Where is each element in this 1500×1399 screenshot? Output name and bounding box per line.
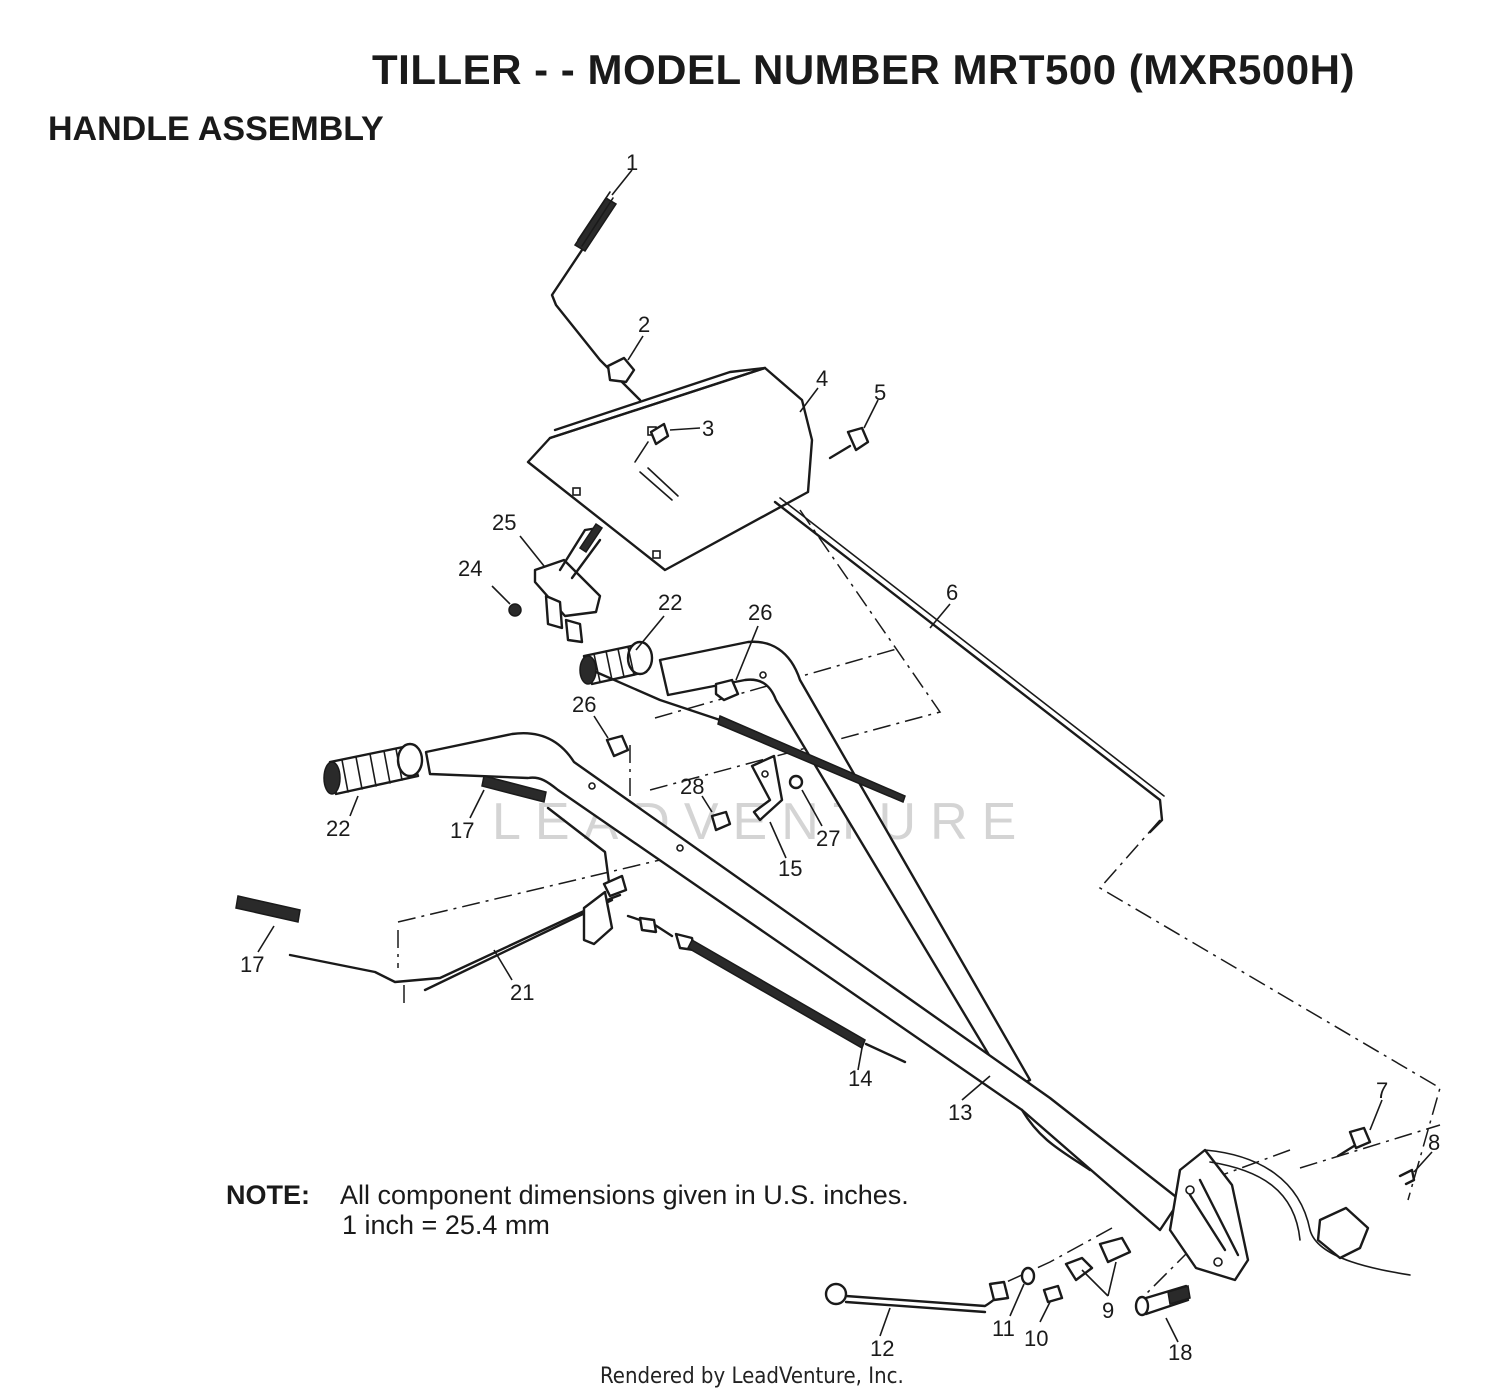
- callout-14: 14: [848, 1066, 872, 1091]
- callout-26-upper: 26: [748, 600, 772, 625]
- handle-tube-part-13: [424, 731, 1182, 1232]
- note-label: NOTE:: [226, 1180, 310, 1210]
- nut-part-26-lower: [605, 734, 630, 758]
- note-line-1: All component dimensions given in U.S. i…: [340, 1180, 909, 1210]
- callout-15: 15: [778, 856, 802, 881]
- washer-part-11: [1020, 1266, 1036, 1286]
- linkage-part-21: [288, 806, 674, 992]
- note-line-2: 1 inch = 25.4 mm: [342, 1210, 550, 1240]
- callout-27: 27: [816, 826, 840, 851]
- nut-part-24: [508, 603, 522, 617]
- bolt-part-7: [1336, 1126, 1372, 1158]
- bracket-part-25: [533, 522, 604, 644]
- latch-part-15: [750, 754, 784, 822]
- leader-lines: [257, 169, 1433, 1343]
- spring-part-17-lower: [235, 895, 301, 923]
- bolt-part-3: [634, 422, 670, 463]
- callout-24: 24: [458, 556, 482, 581]
- bolt-part-5: [828, 426, 870, 460]
- callout-26-lower: 26: [572, 692, 596, 717]
- callout-8: 8: [1428, 1130, 1440, 1155]
- dimension-note: NOTE: All component dimensions given in U…: [226, 1180, 909, 1240]
- grip-lower-part-22: [323, 742, 424, 796]
- callout-12: 12: [870, 1336, 894, 1361]
- callout-1: 1: [626, 150, 638, 175]
- callout-2: 2: [638, 312, 650, 337]
- nut-part-10: [1042, 1284, 1064, 1304]
- rod-part-6: [773, 497, 1165, 834]
- callout-7: 7: [1376, 1078, 1388, 1103]
- callout-5: 5: [874, 380, 886, 405]
- callout-13: 13: [948, 1100, 972, 1125]
- callout-4: 4: [816, 366, 828, 391]
- callout-9: 9: [1102, 1298, 1114, 1323]
- callout-3: 3: [702, 416, 714, 441]
- callout-6: 6: [946, 580, 958, 605]
- callout-10: 10: [1024, 1326, 1048, 1351]
- grip-upper-part-22: [579, 640, 654, 686]
- plate-part-9: [1064, 1236, 1132, 1282]
- lever-part-12: [824, 1280, 1010, 1314]
- part-callouts: 1 2 3 4 5 6 7 8 9 10 11 12 13 14 15 17 1…: [240, 150, 1440, 1365]
- washer-part-27: [788, 774, 804, 790]
- callout-11: 11: [992, 1316, 1015, 1341]
- section-title: HANDLE ASSEMBLY: [48, 110, 384, 148]
- assembly-guide-lines: [397, 509, 1441, 1301]
- callout-25: 25: [492, 510, 516, 535]
- clip-part-8: [1316, 1168, 1416, 1260]
- nut-part-28: [710, 810, 732, 832]
- panel-part-4: [526, 366, 814, 572]
- callout-28: 28: [680, 774, 704, 799]
- bolt-part-18: [1134, 1284, 1191, 1317]
- callout-17-upper: 17: [450, 818, 474, 843]
- callout-18: 18: [1168, 1340, 1192, 1365]
- nut-part-2: [606, 356, 636, 384]
- callout-22-upper: 22: [658, 590, 682, 615]
- callout-17-lower: 17: [240, 952, 264, 977]
- spring-part-17-upper: [481, 775, 547, 803]
- footer-credit: Rendered by LeadVenture, Inc.: [600, 1364, 904, 1389]
- callout-21: 21: [510, 980, 534, 1005]
- page-title: TILLER - - MODEL NUMBER MRT500 (MXR500H): [372, 46, 1355, 93]
- mounting-bracket: [1168, 1148, 1411, 1282]
- nut-part-26-upper: [714, 678, 740, 702]
- control-cable-upper: [594, 670, 906, 804]
- callout-22-lower: 22: [326, 816, 350, 841]
